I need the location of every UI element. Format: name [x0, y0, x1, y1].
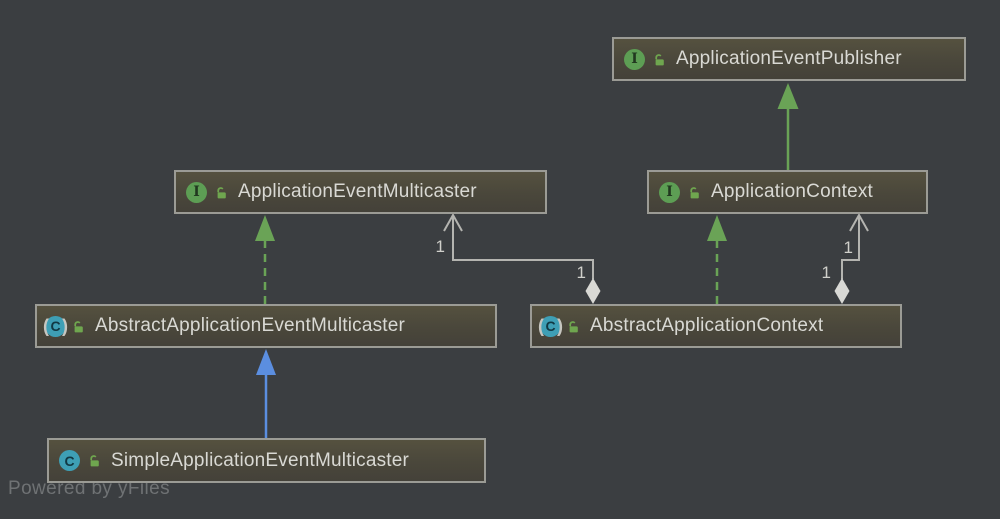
class-node-abstract-application-context[interactable]: ( C ) AbstractApplicationContext	[530, 304, 902, 348]
powered-by-yfiles-label: Powered by yFiles	[8, 478, 171, 499]
edge-extends-context-publisher	[777, 83, 799, 170]
open-lock-icon	[90, 455, 99, 467]
multiplicity-label: 1	[844, 238, 853, 257]
interface-icon: I	[186, 181, 207, 203]
class-name: AbstractApplicationEventMulticaster	[95, 315, 406, 336]
interface-icon: I	[624, 48, 645, 70]
class-node-application-context[interactable]: I ApplicationContext	[647, 170, 928, 214]
open-lock-icon	[74, 320, 83, 332]
edge-aggregation-abscontext-multicaster: 1 1	[436, 212, 601, 304]
class-node-application-event-multicaster[interactable]: I ApplicationEventMulticaster	[174, 170, 547, 214]
multiplicity-label: 1	[436, 237, 445, 256]
class-name: ApplicationEventMulticaster	[238, 181, 477, 202]
class-name: SimpleApplicationEventMulticaster	[111, 449, 410, 471]
class-node-application-event-publisher[interactable]: I ApplicationEventPublisher	[612, 37, 966, 81]
class-name: AbstractApplicationContext	[590, 315, 824, 336]
interface-icon: I	[659, 181, 680, 203]
class-name: ApplicationContext	[711, 181, 874, 202]
open-lock-icon	[217, 186, 226, 198]
multiplicity-label: 1	[822, 263, 831, 282]
abstract-class-icon: ( C )	[43, 315, 68, 337]
edge-implements-absmulticaster-multicaster	[255, 215, 275, 304]
edge-extends-simple-absmulticaster	[256, 349, 276, 438]
abstract-class-icon: ( C )	[538, 315, 563, 337]
edge-implements-abscontext-context	[707, 215, 727, 304]
class-icon: C	[59, 450, 80, 471]
open-lock-icon	[655, 53, 664, 65]
class-node-abstract-application-event-multicaster[interactable]: ( C ) AbstractApplicationEventMulticaste…	[35, 304, 497, 348]
class-node-simple-application-event-multicaster[interactable]: C SimpleApplicationEventMulticaster	[47, 438, 486, 483]
open-lock-icon	[690, 186, 699, 198]
class-name: ApplicationEventPublisher	[676, 48, 902, 69]
multiplicity-label: 1	[577, 263, 586, 282]
edge-aggregation-abscontext-context: 1 1	[822, 212, 869, 304]
open-lock-icon	[569, 320, 578, 332]
